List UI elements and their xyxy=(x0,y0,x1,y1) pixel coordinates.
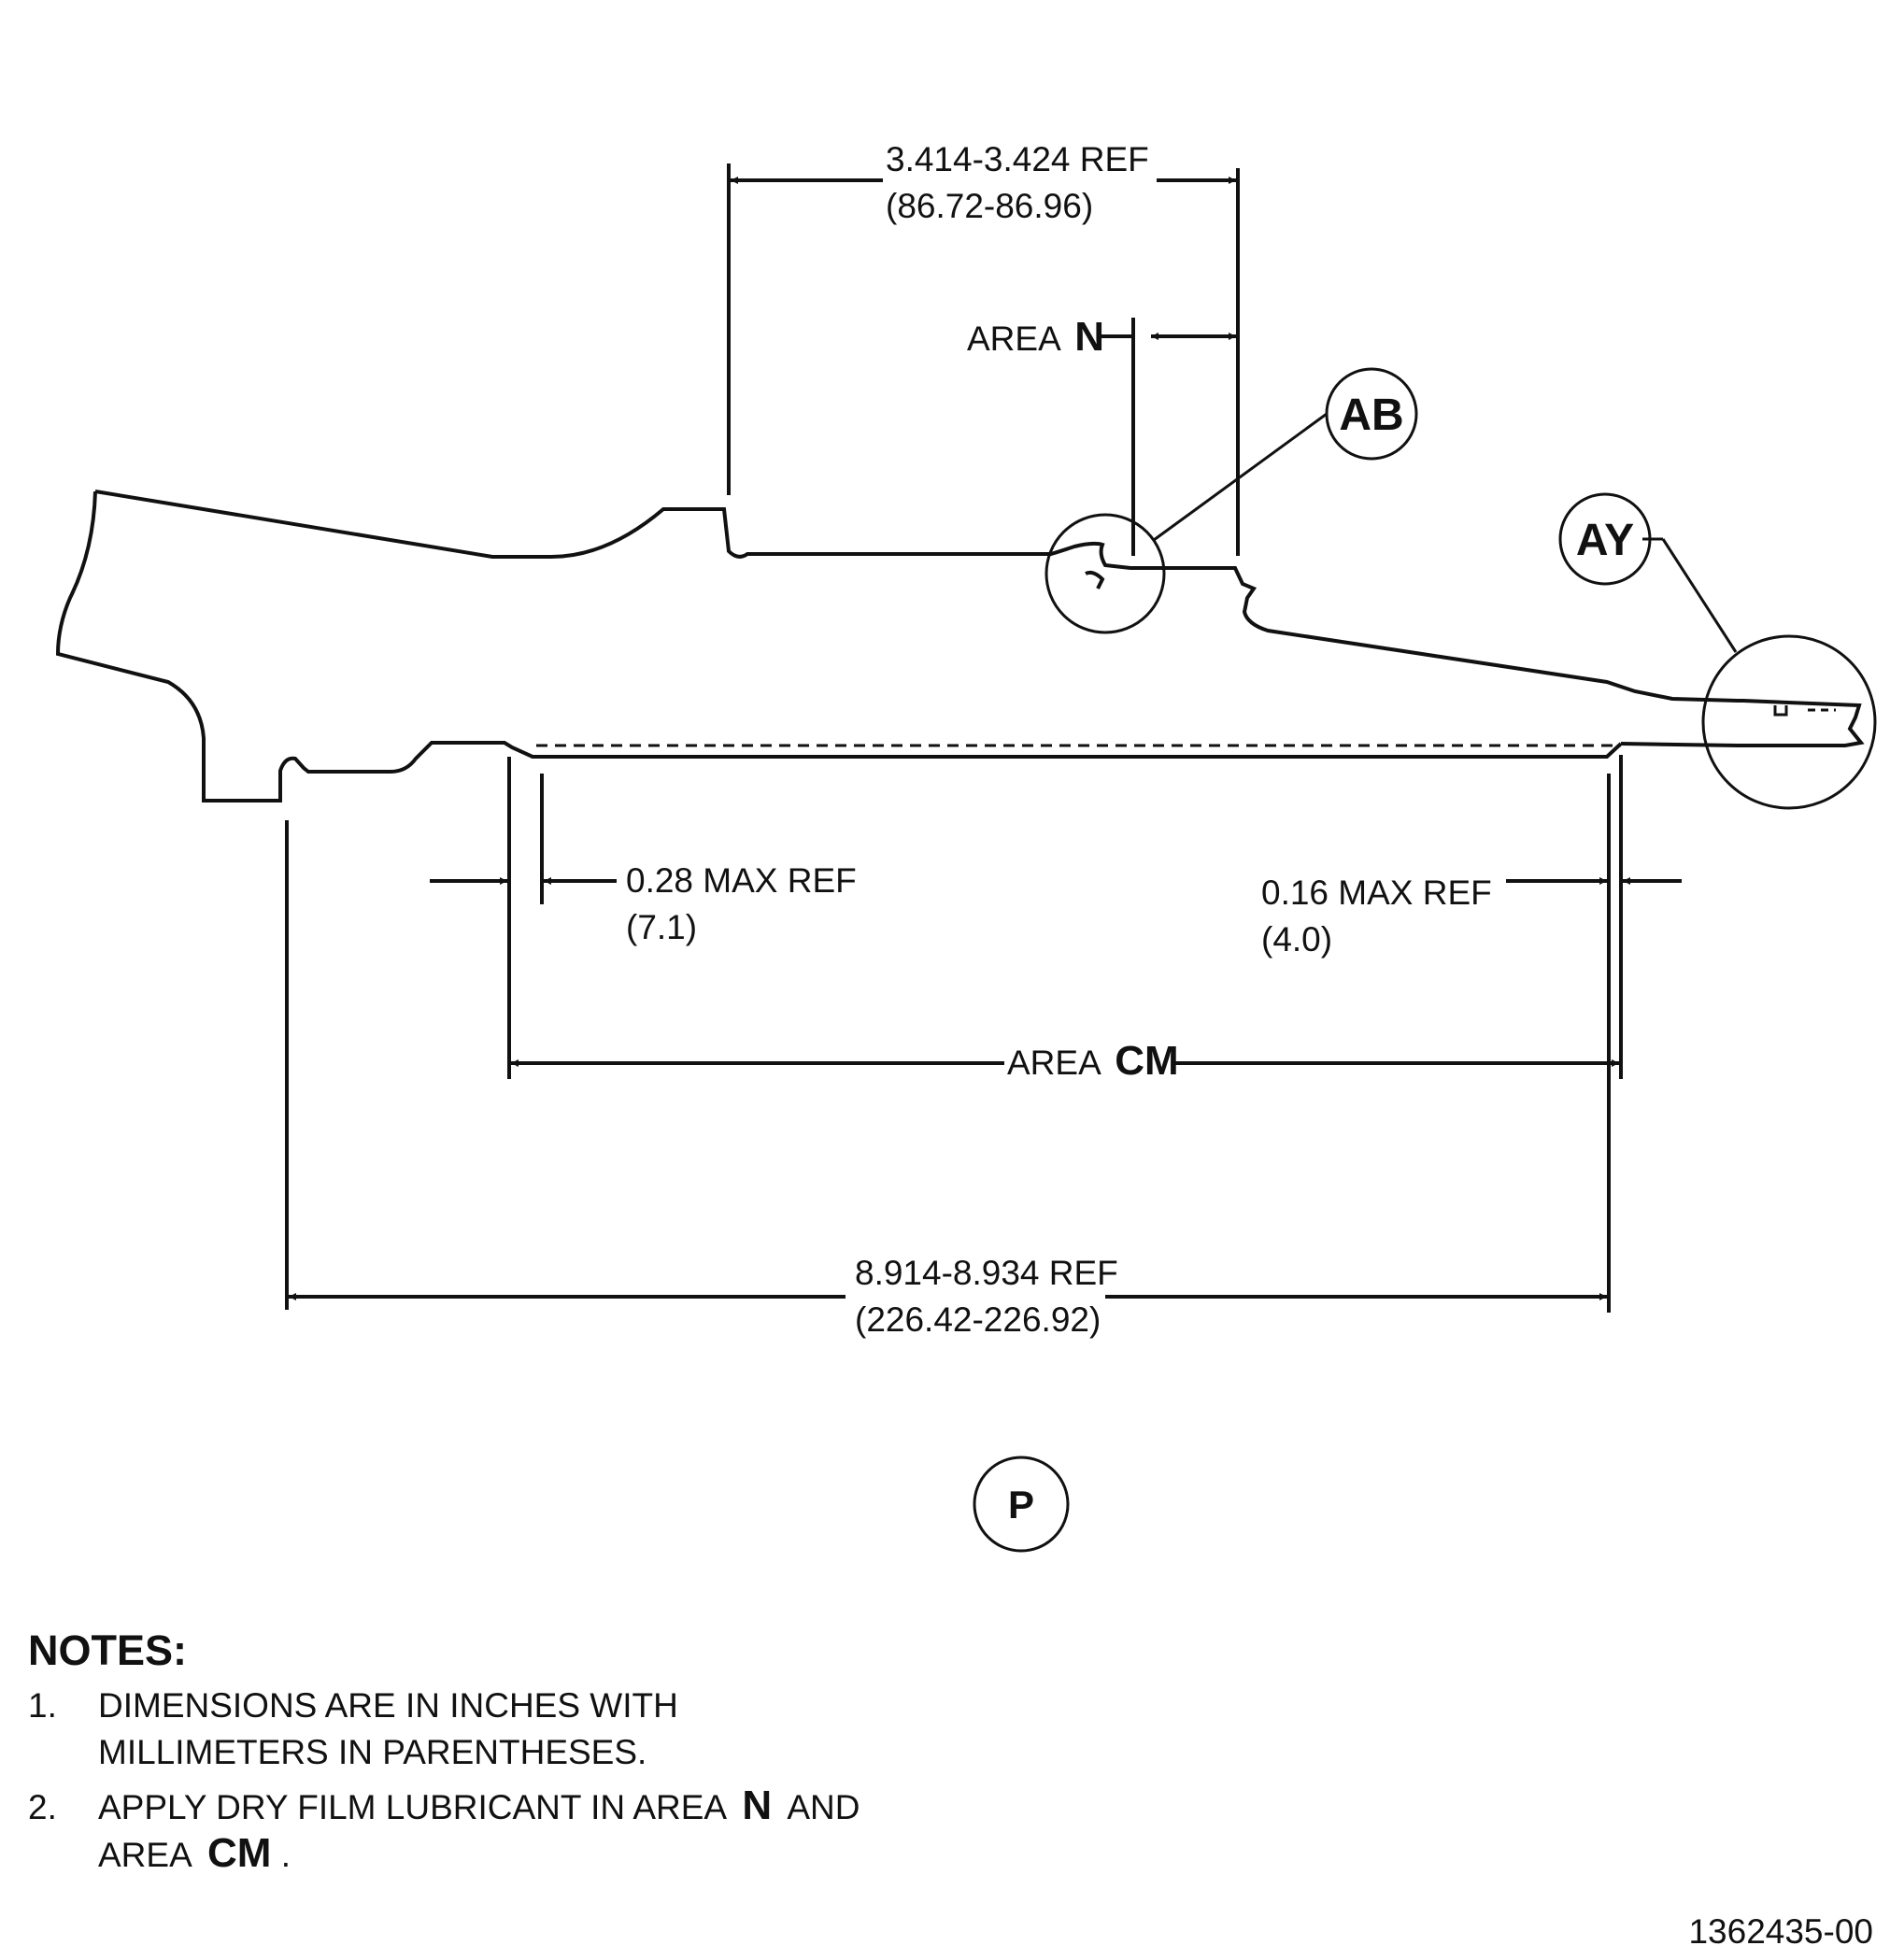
dim-028-mm: (7.1) xyxy=(626,908,697,946)
note-1-line1: DIMENSIONS ARE IN INCHES WITH xyxy=(98,1686,678,1725)
area-cm-label: AREA CM xyxy=(1007,1038,1179,1084)
dim-overall-mm: (226.42-226.92) xyxy=(855,1300,1101,1339)
callout-circle-p xyxy=(973,1456,1070,1553)
note-2-period: . xyxy=(281,1836,291,1874)
note-1-number: 1. xyxy=(28,1686,57,1725)
callout-circle-ay xyxy=(1558,492,1652,586)
note-2-line2: AREA CM . xyxy=(98,1830,291,1876)
leader-ay xyxy=(1661,538,1738,653)
note-2-number: 2. xyxy=(28,1788,57,1826)
callout-circle-ab xyxy=(1325,367,1418,461)
dim-top-mm: (86.72-86.96) xyxy=(886,187,1093,225)
note-2-text-a: APPLY DRY FILM LUBRICANT IN AREA xyxy=(98,1788,727,1826)
area-n-label: AREA N xyxy=(967,314,1104,360)
callout-ay-label: AY xyxy=(1576,516,1634,565)
dim-016-mm: (4.0) xyxy=(1261,920,1332,959)
part-profile xyxy=(55,490,1865,802)
note-1-line2: MILLIMETERS IN PARENTHESES. xyxy=(98,1733,647,1771)
figure-number: 1362435-00 xyxy=(1688,1912,1873,1951)
area-cm-letter: CM xyxy=(1115,1038,1178,1084)
area-cm-prefix: AREA xyxy=(1007,1044,1101,1082)
note-2-line1: APPLY DRY FILM LUBRICANT IN AREA N AND xyxy=(98,1782,860,1828)
dim-overall-inches: 8.914-8.934 REF xyxy=(855,1254,1118,1292)
note-2-text-c: AND xyxy=(787,1788,860,1826)
detail-circle-ab xyxy=(1044,513,1166,634)
notes-title: NOTES: xyxy=(28,1626,187,1674)
view-label-p: P xyxy=(1008,1483,1034,1527)
dim-016-inches: 0.16 MAX REF xyxy=(1261,873,1492,912)
note-2-letter-cm: CM xyxy=(207,1830,271,1876)
detail-circle-ay xyxy=(1701,634,1877,810)
callout-ab-label: AB xyxy=(1339,391,1403,440)
area-n-letter: N xyxy=(1074,314,1104,360)
dim-028-inches: 0.28 MAX REF xyxy=(626,861,857,900)
note-2-area: AREA xyxy=(98,1836,192,1874)
leader-ab xyxy=(1153,412,1328,542)
area-n-prefix: AREA xyxy=(967,320,1061,358)
dim-top-inches: 3.414-3.424 REF xyxy=(886,140,1149,178)
note-2-letter-n: N xyxy=(742,1782,772,1828)
